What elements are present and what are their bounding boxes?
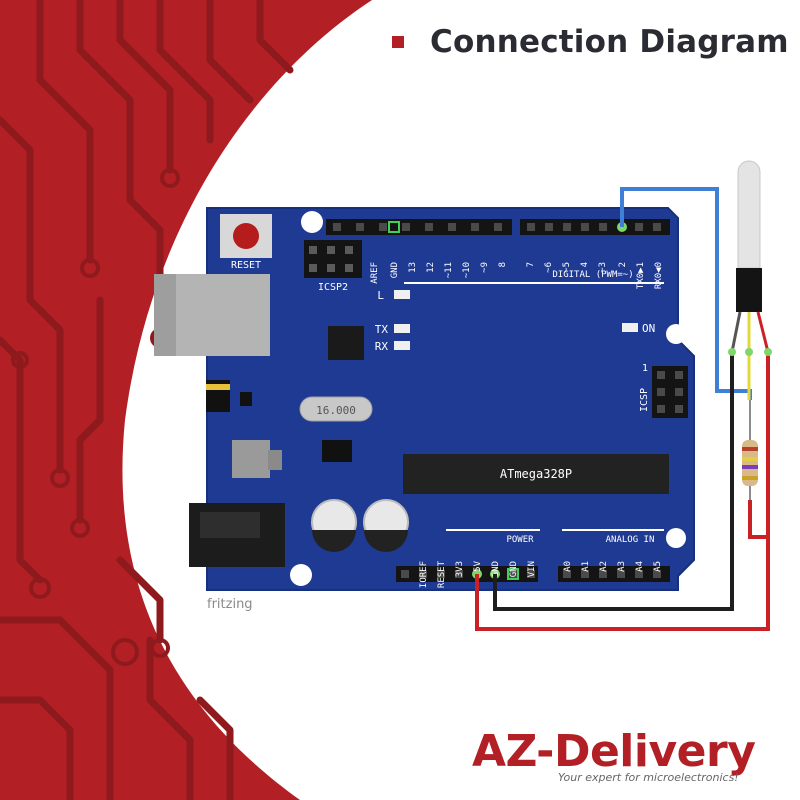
power-pin-label: IOREF	[419, 561, 429, 588]
digital-pin-label: 7	[526, 262, 536, 267]
digital-pin-label: 13	[408, 262, 418, 273]
icsp2-label: ICSP2	[318, 282, 348, 293]
digital-pin-label: TX0▶1	[636, 262, 646, 289]
voltage-regulator	[232, 440, 270, 478]
led-l-label: L	[377, 289, 384, 302]
digital-pin-label: ~11	[444, 262, 454, 278]
analog-header	[558, 566, 670, 582]
digital-pin-label: ~6	[544, 262, 554, 273]
power-wire	[475, 352, 770, 631]
reset-label: RESET	[231, 260, 261, 271]
temperature-sensor-probe	[736, 160, 762, 312]
digital-pin-label: 12	[426, 262, 436, 273]
digital-pin-label: AREF	[370, 262, 380, 284]
logo-tagline: Your expert for microelectronics!	[558, 771, 739, 784]
crystal-label: 16.000	[316, 404, 356, 417]
icsp-pin1-label: 1	[642, 363, 648, 374]
ground-wire	[493, 352, 734, 611]
logo-brand: AZ-Delivery	[472, 726, 755, 777]
digital-pin-label: ~5	[562, 262, 572, 273]
digital-header	[326, 219, 670, 235]
analog-pin-label: A0	[563, 561, 573, 572]
analog-pin-label: A3	[617, 561, 627, 572]
wires	[475, 187, 770, 631]
digital-pin-label: 8	[498, 262, 508, 267]
red-circuit-background	[0, 0, 372, 800]
pull-up-resistor	[742, 400, 758, 500]
analog-pin-label: A2	[599, 561, 609, 572]
analog-pin-label: A4	[635, 561, 645, 572]
arduino-uno-board: RESET ICSP2 DIGITAL (PWM=~) L TX RX ON 1…	[154, 207, 695, 591]
usb-controller-chip	[328, 326, 364, 360]
crystal-oscillator	[299, 396, 373, 422]
digital-pin-label: ~9	[480, 262, 490, 273]
power-pin-label: RESET	[437, 560, 447, 588]
icsp2-header	[304, 240, 362, 278]
icsp-label: ICSP	[639, 388, 650, 412]
status-leds	[394, 290, 638, 350]
atmega-chip	[403, 454, 669, 494]
power-pin-label: 3V3	[455, 561, 465, 577]
analog-pin-label: A5	[653, 561, 663, 572]
power-pin-label: 5V	[473, 560, 483, 571]
fritzing-watermark: fritzing	[207, 597, 253, 612]
power-lead	[756, 311, 770, 353]
power-pin-label: VIN	[527, 561, 537, 577]
ground-lead	[730, 311, 742, 353]
page-title: Connection Diagram	[392, 24, 789, 60]
power-label: POWER	[506, 535, 534, 545]
digital-pin-label: 4	[580, 262, 590, 267]
led-rx-label: RX	[375, 340, 389, 353]
chip-label: ATmega328P	[500, 467, 572, 481]
analog-pin-label: A1	[581, 561, 591, 572]
digital-pin-label: ~10	[462, 262, 472, 278]
icsp-header	[652, 366, 688, 418]
capacitors	[311, 499, 409, 552]
digital-label: DIGITAL (PWM=~)	[552, 270, 633, 280]
digital-pin-label: ~3	[598, 262, 608, 273]
resistor-to-power-wire	[748, 500, 768, 539]
digital-pin-label: 2	[618, 262, 628, 267]
title-text: Connection Diagram	[430, 24, 789, 60]
title-bullet-icon	[392, 36, 404, 48]
power-pin-label: GND	[509, 561, 519, 577]
power-header	[396, 566, 538, 582]
az-delivery-logo: AZ-Delivery Your expert for microelectro…	[472, 726, 756, 784]
power-pin-label: GND	[491, 561, 501, 577]
led-on-label: ON	[642, 322, 655, 335]
analog-label: ANALOG IN	[606, 535, 655, 545]
digital-pin-label: GND	[390, 262, 400, 278]
digital-pin-label: RX0◀0	[654, 262, 664, 289]
led-tx-label: TX	[375, 323, 389, 336]
